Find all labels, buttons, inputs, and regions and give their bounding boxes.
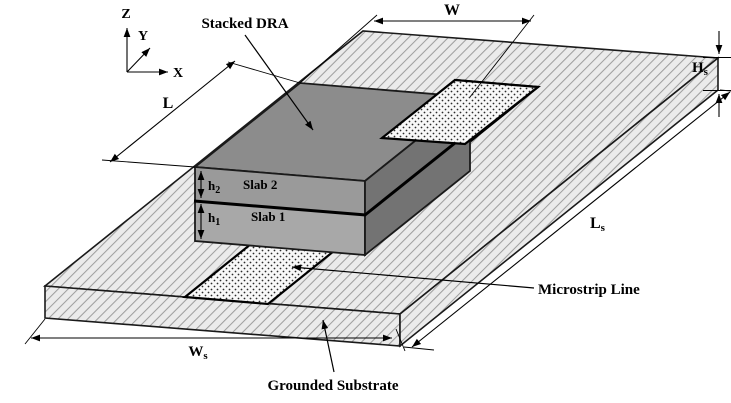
z-axis-label: Z	[121, 7, 130, 22]
dim-h2-sub: 2	[215, 185, 220, 196]
stacked-dra	[192, 82, 473, 257]
stacked-dra-label: Stacked DRA	[201, 16, 288, 32]
dim-Hs-sub: s	[704, 66, 709, 78]
callout-stacked-dra: Stacked DRA	[201, 16, 314, 131]
callout-microstrip-line: Microstrip Line	[291, 264, 640, 298]
dim-Ws-main: W	[188, 344, 203, 360]
dim-W-ext-right	[469, 14, 535, 98]
dim-h1: h1	[197, 204, 220, 239]
dim-h2-label: h2	[208, 178, 220, 196]
dim-Ls-label: Ls	[590, 215, 606, 234]
microstrip-leader-arrow	[291, 264, 535, 289]
y-axis-arrow	[126, 47, 151, 73]
dim-L-label: L	[163, 95, 174, 112]
dim-Ls-ext-bottom	[403, 346, 435, 351]
dim-Ws-label: Ws	[188, 344, 208, 362]
dim-L-arrow	[109, 60, 236, 163]
dim-Ls-main: L	[590, 215, 601, 232]
stacked-dra-leader-arrow	[244, 34, 314, 131]
dim-Ls: Ls	[403, 89, 731, 351]
dim-L: L	[101, 60, 301, 168]
dim-W-ext-left	[299, 14, 378, 84]
y-axis-label: Y	[138, 29, 148, 44]
dim-h1-sub: 1	[215, 217, 220, 228]
slab-boundary-front-line	[193, 199, 367, 217]
grounded-substrate-leader-arrow	[321, 319, 335, 373]
dim-W: W	[299, 2, 535, 98]
dim-Ws-ext-right	[395, 328, 406, 352]
callout-grounded-substrate: Grounded Substrate	[267, 319, 399, 394]
dim-Hs-main: H	[692, 60, 704, 76]
slab1-label: Slab 1	[251, 209, 285, 224]
slab2-label: Slab 2	[243, 177, 277, 192]
grounded-substrate-label: Grounded Substrate	[267, 378, 398, 394]
coordinate-axes: Z Y X	[121, 7, 183, 81]
microstrip-line-label: Microstrip Line	[538, 282, 640, 298]
x-axis-label: X	[173, 66, 183, 81]
dim-Ls-sub: s	[601, 222, 606, 234]
dim-W-label: W	[444, 2, 460, 19]
dim-Ws: Ws	[24, 318, 406, 362]
dim-h1-main: h	[208, 210, 216, 225]
dim-h2: h2	[197, 171, 220, 198]
dim-Ws-sub: s	[203, 350, 208, 362]
dim-h2-main: h	[208, 178, 216, 193]
dim-Hs-label: Hs	[692, 60, 709, 78]
dim-L-ext-bottom	[101, 159, 196, 168]
dim-Ws-ext-left	[24, 318, 46, 345]
dim-Ls-ext-top	[719, 89, 731, 92]
dim-L-ext-top	[227, 61, 301, 84]
dim-h1-label: h1	[208, 210, 220, 228]
dim-Ls-arrow	[411, 91, 731, 348]
